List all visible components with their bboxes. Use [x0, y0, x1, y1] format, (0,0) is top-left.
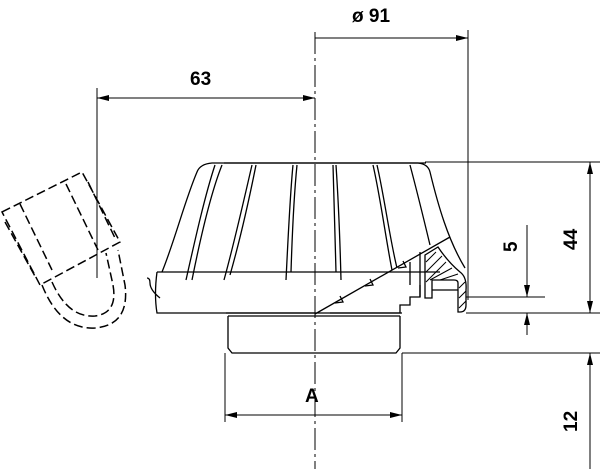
extension-lines — [224, 161, 600, 422]
diameter-label: ø 91 — [352, 6, 390, 27]
gap-label: 5 — [501, 241, 522, 252]
hidden-tube — [0, 171, 127, 329]
offset-dimension — [96, 88, 315, 278]
hatched-clip — [424, 246, 467, 313]
base-cylinder — [226, 312, 402, 354]
base-diameter-label: A — [305, 386, 319, 407]
diameter-dimension — [315, 30, 469, 300]
knob-body — [146, 162, 466, 315]
base-height-label: 12 — [561, 411, 582, 432]
offset-label: 63 — [190, 69, 211, 90]
height-label: 44 — [561, 228, 582, 250]
